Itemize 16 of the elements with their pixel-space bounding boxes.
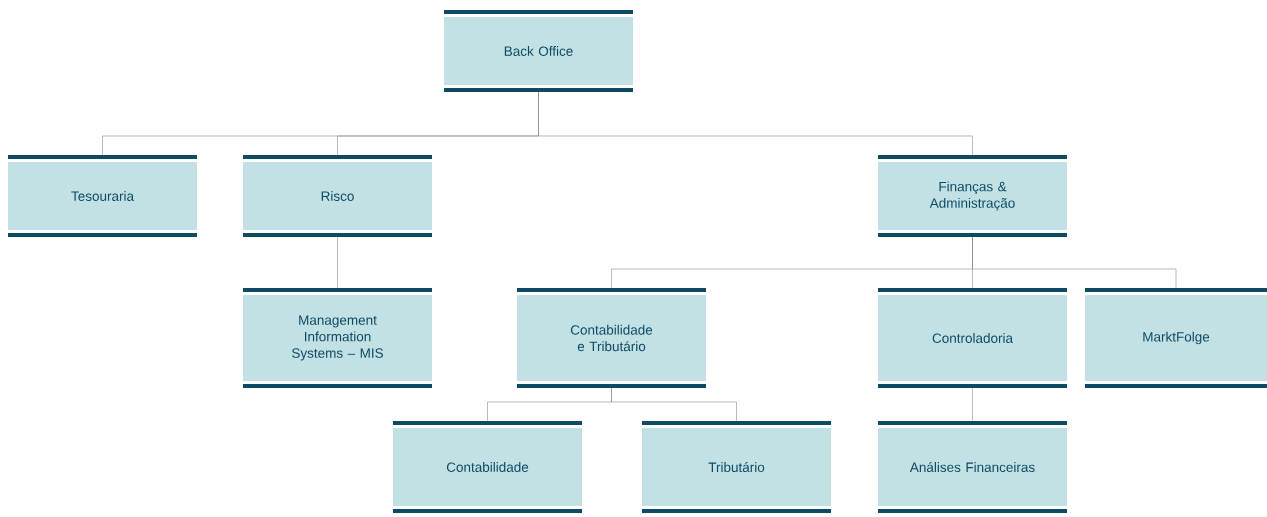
org-box: Risco [243, 155, 432, 237]
connector-line [538, 91, 973, 156]
connector-line [611, 387, 737, 422]
org-box: Contabilidade [393, 421, 582, 513]
connector-line [337, 236, 338, 289]
org-box: Controladoria [878, 288, 1067, 388]
org-box: Tributário [642, 421, 831, 513]
org-box: Tesouraria [8, 155, 197, 237]
org-box: Back Office [444, 10, 633, 92]
org-box: MarktFolge [1085, 288, 1267, 388]
org-box: Contabilidade e Tributário [517, 288, 706, 388]
org-box: Análises Financeiras [878, 421, 1067, 513]
connector-line [972, 236, 1177, 289]
org-box: Management Information Systems – MIS [243, 288, 432, 388]
org-box: Finanças & Administração [878, 155, 1067, 237]
connector-line [972, 387, 973, 422]
